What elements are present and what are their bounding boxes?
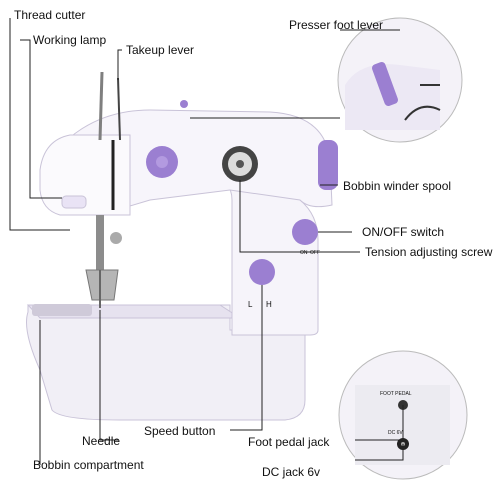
label-dc-jack: DC jack 6v (262, 465, 321, 479)
label-working-lamp: Working lamp (33, 33, 107, 47)
presser-foot (85, 269, 119, 301)
label-presser-foot-lever: Presser foot lever (289, 18, 384, 32)
callout-leaders (9, 18, 404, 465)
label-foot-pedal-jack: Foot pedal jack (248, 435, 330, 449)
foot-pedal-print: FOOT PEDAL (380, 391, 412, 397)
label-on-off-switch: ON/OFF switch (362, 225, 445, 239)
label-bobbin-winder-spool: Bobbin winder spool (343, 179, 452, 193)
dc-print: DC 6V (388, 430, 403, 436)
label-speed-button: Speed button (144, 424, 216, 438)
takeup-lever (117, 77, 121, 141)
speed-button-shape (249, 259, 275, 285)
on-off-switch (292, 219, 318, 245)
bobbin-winder-spool (318, 140, 338, 190)
label-needle: Needle (82, 434, 121, 448)
switch-on-print: ON (300, 250, 308, 256)
label-bobbin-compartment: Bobbin compartment (33, 458, 144, 472)
speed-high-print: H (266, 300, 272, 309)
speed-low-print: L (248, 300, 253, 309)
label-tension-adjusting-screw: Tension adjusting screw (365, 245, 493, 259)
top-screw (180, 100, 188, 108)
working-lamp (61, 195, 87, 209)
needle-bar (96, 215, 104, 270)
bobbin-compartment-cover (32, 304, 92, 316)
thread-spindle (98, 71, 104, 141)
label-takeup-lever: Takeup lever (126, 43, 195, 57)
machine-head (39, 134, 131, 216)
switch-off-print: OFF (310, 250, 320, 256)
label-thread-cutter: Thread cutter (14, 8, 86, 22)
